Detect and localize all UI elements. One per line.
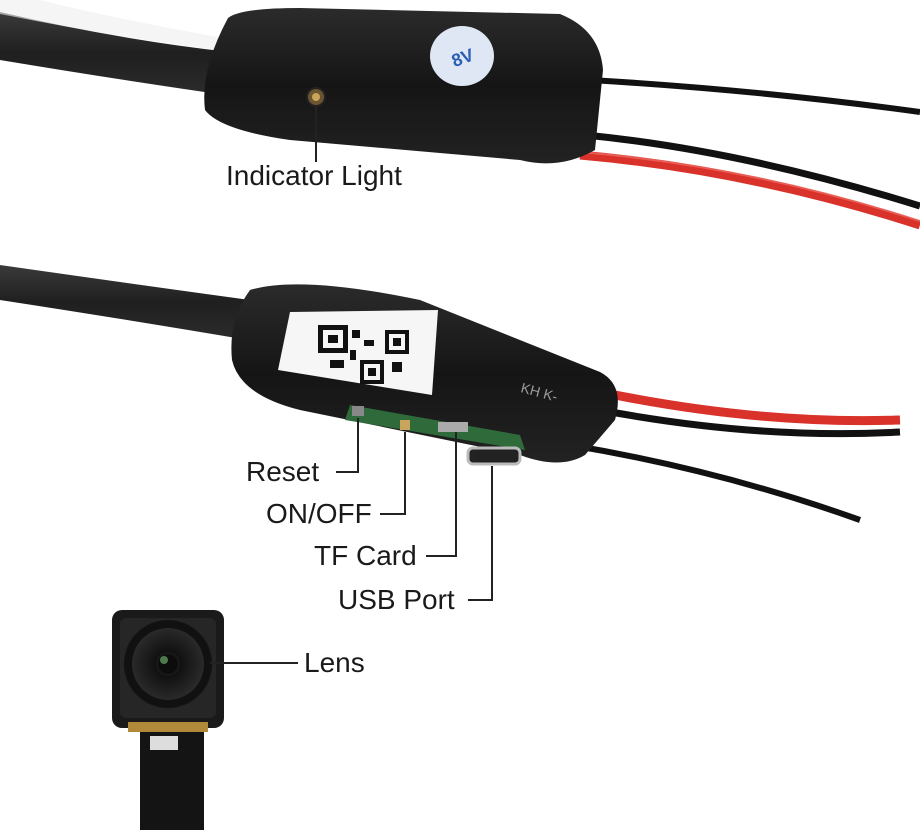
top-sticker xyxy=(430,26,494,86)
usb-port-label: USB Port xyxy=(338,584,455,615)
on-off-switch-part xyxy=(400,420,410,430)
reset-button-part xyxy=(352,406,364,416)
indicator-light-label: Indicator Light xyxy=(226,160,402,191)
tf-card-label: TF Card xyxy=(314,540,417,571)
reset-label: Reset xyxy=(246,456,320,487)
qr-code xyxy=(318,325,409,384)
top-red-wire xyxy=(579,150,920,230)
tf-card-slot-part xyxy=(438,422,468,432)
lens-label: Lens xyxy=(304,647,365,678)
on-off-label: ON/OFF xyxy=(266,498,372,529)
top-module: 8V xyxy=(0,0,920,230)
reset-leader-line xyxy=(336,418,359,473)
tf-card-leader-line xyxy=(426,432,457,557)
top-black-wire xyxy=(589,77,920,115)
pcb-edge xyxy=(345,405,525,450)
middle-ribbon-cable xyxy=(0,265,250,340)
top-module-body xyxy=(204,8,603,164)
usb-port-part xyxy=(466,446,522,466)
middle-red-wire xyxy=(599,387,901,426)
connector-tab xyxy=(150,736,178,750)
top-ribbon-cable xyxy=(0,12,232,96)
camera-module xyxy=(112,610,298,830)
usb-port-leader-line xyxy=(468,466,493,601)
on-off-leader-line xyxy=(380,432,406,515)
middle-module: KH K- xyxy=(0,265,901,601)
